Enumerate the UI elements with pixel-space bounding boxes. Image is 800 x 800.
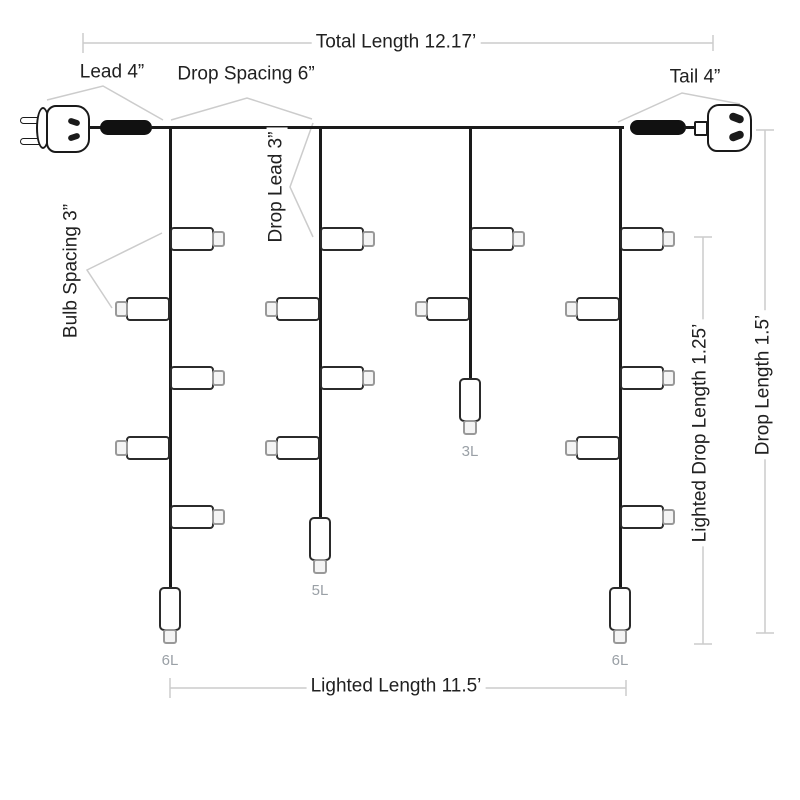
drop-wire-4 [618, 128, 622, 589]
end-bulb-body [609, 587, 631, 631]
bulb-body [620, 366, 664, 390]
tail-wire-segment [684, 126, 696, 129]
end-bulb-tip [313, 559, 327, 574]
drop-lead-label: Drop Lead 3” [266, 127, 288, 247]
end-bulb-body [159, 587, 181, 631]
receptacle-body [707, 104, 752, 152]
receptacle-connector [694, 121, 708, 136]
bulb-tip [212, 231, 225, 247]
bulb-body [170, 366, 214, 390]
bulb-tip [565, 301, 578, 317]
drop-wire-2 [318, 128, 322, 519]
end-bulb-tip [163, 629, 177, 644]
lighted-drop-length-label: Lighted Drop Length 1.25’ [690, 319, 712, 547]
bulb-tip [212, 509, 225, 525]
bulb-body [320, 366, 364, 390]
bulb-tip [415, 301, 428, 317]
lighted-length-label: Lighted Length 11.5’ [306, 676, 486, 698]
bulb-body [126, 297, 170, 321]
tail-label: Tail 4” [665, 67, 725, 89]
lead-label: Lead 4” [75, 62, 149, 84]
end-bulb-body [309, 517, 331, 561]
drop-lead-leader-line [289, 122, 314, 238]
bulb-body [170, 227, 214, 251]
bulb-tip [362, 231, 375, 247]
bulb-tip [662, 509, 675, 525]
bulb-body [620, 505, 664, 529]
end-bulb-body [459, 378, 481, 422]
total-length-label: Total Length 12.17’ [311, 32, 481, 54]
drop-spacing-label: Drop Spacing 6” [173, 64, 319, 86]
lead-wire-segment-2 [150, 126, 172, 129]
bulb-body [126, 436, 170, 460]
bulb-spacing-label: Bulb Spacing 3” [61, 199, 83, 343]
bulb-body [620, 227, 664, 251]
end-bulb-tip [613, 629, 627, 644]
bulb-body [276, 436, 320, 460]
plug-body [46, 105, 90, 153]
bulb-tip [115, 440, 128, 456]
tail-leader-line [617, 92, 741, 123]
drop-count-label: 6L [611, 652, 629, 669]
drop-count-label: 5L [311, 582, 329, 599]
bulb-body [320, 227, 364, 251]
bulb-tip [265, 440, 278, 456]
tail-cable-sleeve [630, 120, 686, 135]
bulb-spacing-leader-line [85, 232, 163, 309]
bulb-tip [362, 370, 375, 386]
drop-count-label: 6L [161, 652, 179, 669]
lead-wire-segment [86, 126, 104, 129]
drop-wire-3 [468, 128, 472, 380]
main-horizontal-wire [168, 126, 624, 129]
bulb-body [470, 227, 514, 251]
bulb-tip [265, 301, 278, 317]
drop-wire-1 [168, 128, 172, 589]
bulb-tip [512, 231, 525, 247]
bulb-body [426, 297, 470, 321]
bulb-tip [212, 370, 225, 386]
lead-cable-sleeve [100, 120, 152, 135]
drop-length-label: Drop Length 1.5’ [753, 310, 775, 460]
bulb-tip [662, 231, 675, 247]
bulb-body [276, 297, 320, 321]
bulb-tip [115, 301, 128, 317]
lead-leader-line [46, 85, 164, 121]
bulb-body [576, 297, 620, 321]
bulb-tip [565, 440, 578, 456]
bulb-tip [662, 370, 675, 386]
drop-count-label: 3L [461, 443, 479, 460]
drop-spacing-leader-line [170, 97, 313, 121]
end-bulb-tip [463, 420, 477, 435]
bulb-body [576, 436, 620, 460]
bulb-body [170, 505, 214, 529]
